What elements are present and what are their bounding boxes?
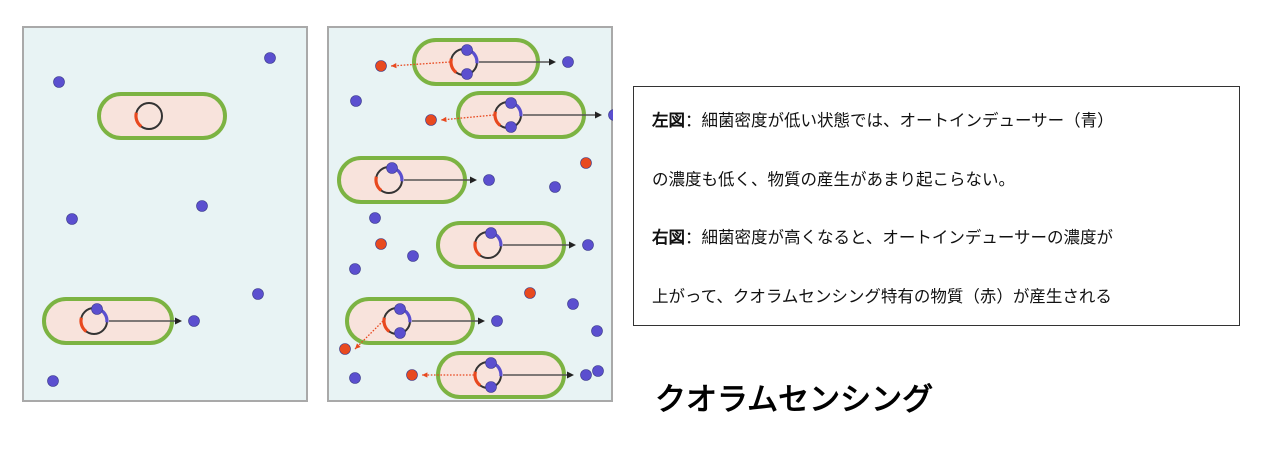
- description-line-4: 上がって、クオラムセンシング特有の物質（赤）が産生される: [652, 283, 1239, 311]
- secreted-product: [425, 114, 437, 126]
- bound-autoinducer: [485, 357, 497, 369]
- bound-autoinducer: [386, 162, 398, 174]
- secreted-autoinducer: [188, 315, 200, 327]
- product-gene: [382, 317, 391, 333]
- product-arrow-line: [354, 320, 384, 350]
- bound-autoinducer: [505, 121, 517, 133]
- bound-autoinducer: [91, 303, 103, 315]
- bound-autoinducer: [394, 327, 406, 339]
- export-arrow-head: [567, 371, 574, 379]
- bound-autoinducer: [485, 227, 497, 239]
- free-autoinducer: [264, 52, 276, 64]
- free-autoinducer: [407, 250, 419, 262]
- free-autoinducer: [592, 365, 604, 377]
- free-autoinducer: [369, 212, 381, 224]
- product-gene: [493, 111, 502, 127]
- low-density-panel: [22, 26, 308, 402]
- free-autoinducer: [349, 372, 361, 384]
- product-arrow-head: [441, 116, 447, 123]
- free-product: [524, 287, 536, 299]
- description-line-2: の濃度も低く、物質の産生があまり起こらない。: [652, 166, 1239, 194]
- low-density-diagram: [22, 26, 308, 402]
- product-gene: [473, 241, 482, 257]
- description-box: 左図：細菌密度が低い状態では、オートインデューサー（青） の濃度も低く、物質の産…: [633, 86, 1240, 326]
- secreted-autoinducer: [580, 369, 592, 381]
- high-density-panel: [327, 26, 613, 402]
- free-autoinducer: [350, 95, 362, 107]
- free-autoinducer: [349, 263, 361, 275]
- secreted-autoinducer: [582, 239, 594, 251]
- bound-autoinducer: [461, 68, 473, 80]
- product-gene: [79, 317, 88, 333]
- description-line-1: 左図：細菌密度が低い状態では、オートインデューサー（青）: [652, 107, 1239, 135]
- bound-autoinducer: [485, 381, 497, 393]
- right-figure-tag: 右図: [652, 228, 685, 247]
- description-line-3: 右図：細菌密度が高くなると、オートインデューサーの濃度が: [652, 224, 1239, 252]
- product-gene: [473, 371, 482, 387]
- high-density-diagram: [327, 26, 613, 402]
- free-autoinducer: [567, 298, 579, 310]
- secreted-product: [375, 60, 387, 72]
- bound-autoinducer: [505, 97, 517, 109]
- product-arrow-line: [390, 61, 451, 67]
- product-gene: [134, 112, 143, 128]
- left-figure-text-1: ：細菌密度が低い状態では、オートインデューサー（青）: [685, 111, 1114, 130]
- secreted-autoinducer: [491, 315, 503, 327]
- product-arrow-head: [355, 343, 361, 349]
- free-autoinducer: [252, 288, 264, 300]
- free-autoinducer: [549, 181, 561, 193]
- product-arrow-line: [440, 114, 495, 121]
- product-arrow-head: [391, 63, 397, 69]
- free-autoinducer: [53, 76, 65, 88]
- free-autoinducer: [196, 200, 208, 212]
- secreted-product: [406, 369, 418, 381]
- free-autoinducer: [66, 213, 78, 225]
- product-arrow-head: [422, 372, 428, 378]
- secreted-autoinducer: [562, 56, 574, 68]
- export-arrow-head: [175, 317, 182, 325]
- secreted-product: [339, 343, 351, 355]
- export-arrow-head: [595, 111, 602, 119]
- export-arrow-head: [478, 317, 485, 325]
- free-autoinducer: [591, 325, 603, 337]
- secreted-autoinducer: [483, 174, 495, 186]
- free-autoinducer: [47, 375, 59, 387]
- left-figure-text-2: の濃度も低く、物質の産生があまり起こらない。: [652, 169, 1015, 189]
- bound-autoinducer: [394, 303, 406, 315]
- left-figure-tag: 左図: [652, 111, 685, 130]
- free-product: [375, 238, 387, 250]
- page-title: クオラムセンシング: [655, 382, 934, 418]
- export-arrow-head: [569, 241, 576, 249]
- export-arrow-head: [470, 176, 477, 184]
- right-figure-text-2: 上がって、クオラムセンシング特有の物質（赤）が産生される: [652, 286, 1112, 306]
- product-gene: [374, 176, 383, 192]
- right-figure-text-1: ：細菌密度が高くなると、オートインデューサーの濃度が: [685, 228, 1114, 247]
- secreted-autoinducer: [608, 109, 613, 121]
- bound-autoinducer: [461, 44, 473, 56]
- export-arrow-head: [549, 58, 556, 66]
- free-product: [580, 157, 592, 169]
- product-gene: [449, 58, 458, 74]
